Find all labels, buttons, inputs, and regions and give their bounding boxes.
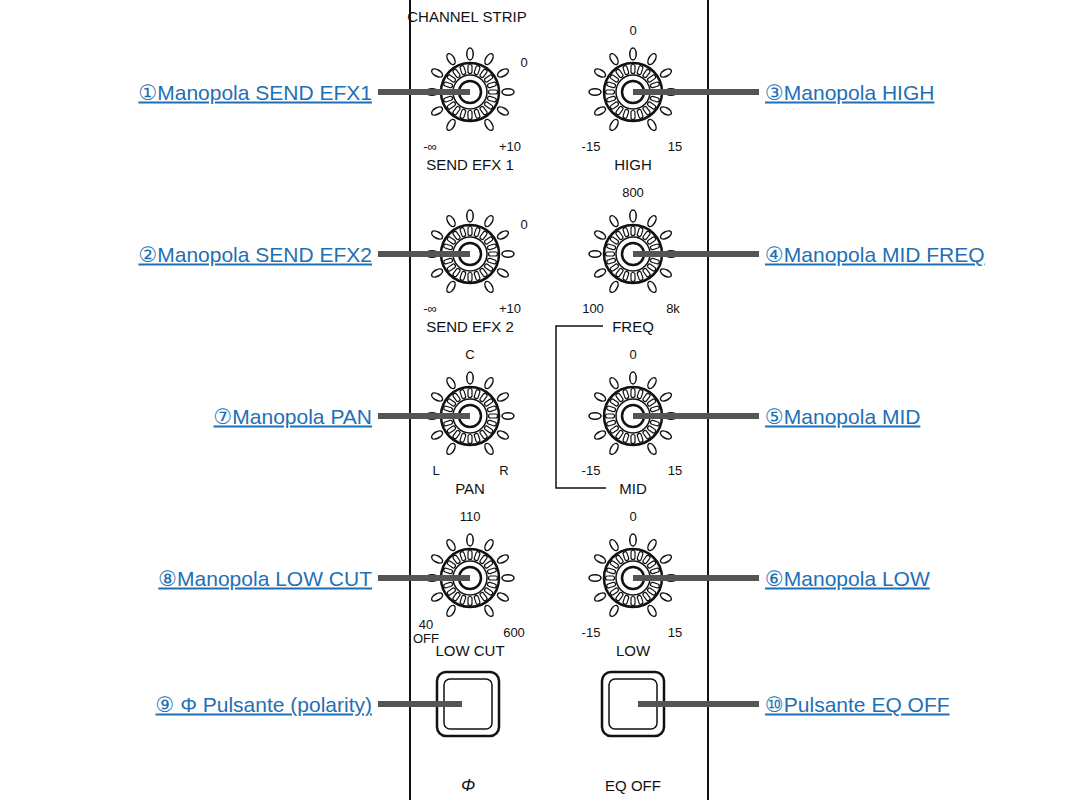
- scale-mark: 15: [668, 140, 682, 153]
- scale-mark: 15: [668, 626, 682, 639]
- scale-mark: -15: [582, 464, 601, 477]
- control-name: FREQ: [612, 319, 654, 334]
- panel-title: CHANNEL STRIP: [407, 9, 526, 24]
- leader-line: [378, 89, 470, 95]
- scale-mark: 0: [629, 348, 636, 361]
- scale-mark: 0: [520, 218, 527, 231]
- scale-mark: +10: [499, 302, 521, 315]
- leader-lines: [378, 92, 759, 704]
- control-name: LOW: [616, 643, 650, 658]
- leader-line: [378, 413, 470, 419]
- leader-line: [633, 575, 759, 581]
- leader-line: [638, 701, 759, 707]
- control-name: LOW CUT: [435, 643, 504, 658]
- callout-label: ③Manopola HIGH: [765, 82, 934, 103]
- leader-line: [633, 89, 759, 95]
- scale-mark: 600: [503, 626, 525, 639]
- scale-mark: 100: [582, 302, 604, 315]
- scale-mark: 8k: [666, 302, 680, 315]
- scale-mark: 15: [668, 464, 682, 477]
- control-name: PAN: [455, 481, 485, 496]
- scale-mark: 0: [629, 510, 636, 523]
- scale-mark: -∞: [423, 140, 437, 153]
- button-name: EQ OFF: [605, 778, 661, 793]
- knobs: [426, 48, 677, 618]
- scale-mark: C: [465, 348, 474, 361]
- leader-line: [378, 251, 470, 257]
- callout-label: ⑦Manopola PAN: [213, 406, 372, 427]
- scale-mark: 110: [460, 510, 481, 523]
- scale-mark: R: [499, 464, 508, 477]
- scale-mark: 800: [622, 186, 644, 199]
- callout-label: ④Manopola MID FREQ: [765, 244, 985, 265]
- scale-mark: 0: [629, 24, 636, 37]
- callout-label: ⑤Manopola MID: [765, 406, 920, 427]
- control-name: SEND EFX 2: [426, 319, 514, 334]
- scale-mark: -15: [582, 626, 601, 639]
- panel-edge: [707, 0, 709, 800]
- eq-bracket: [556, 326, 606, 488]
- scale-mark: -15: [582, 140, 601, 153]
- leader-line: [378, 575, 470, 581]
- callout-label: ⑩Pulsante EQ OFF: [765, 694, 950, 715]
- panel-edge: [409, 0, 411, 800]
- callout-label: ⑨ Φ Pulsante (polarity): [156, 694, 373, 715]
- control-name: SEND EFX 1: [426, 157, 514, 172]
- leader-line: [633, 413, 759, 419]
- scale-mark: 40: [419, 618, 433, 631]
- scale-mark: OFF: [413, 632, 439, 645]
- callout-label: ①Manopola SEND EFX1: [138, 82, 372, 103]
- control-name: HIGH: [614, 157, 652, 172]
- scale-mark: L: [432, 464, 439, 477]
- scale-mark: -∞: [423, 302, 437, 315]
- button-name: Φ: [461, 777, 475, 794]
- leader-line: [633, 251, 759, 257]
- callout-label: ⑥Manopola LOW: [765, 568, 930, 589]
- callout-label: ②Manopola SEND EFX2: [138, 244, 372, 265]
- scale-mark: +10: [499, 140, 521, 153]
- callout-label: ⑧Manopola LOW CUT: [158, 568, 372, 589]
- control-name: MID: [619, 481, 647, 496]
- leader-line: [378, 701, 462, 707]
- scale-mark: 0: [520, 56, 527, 69]
